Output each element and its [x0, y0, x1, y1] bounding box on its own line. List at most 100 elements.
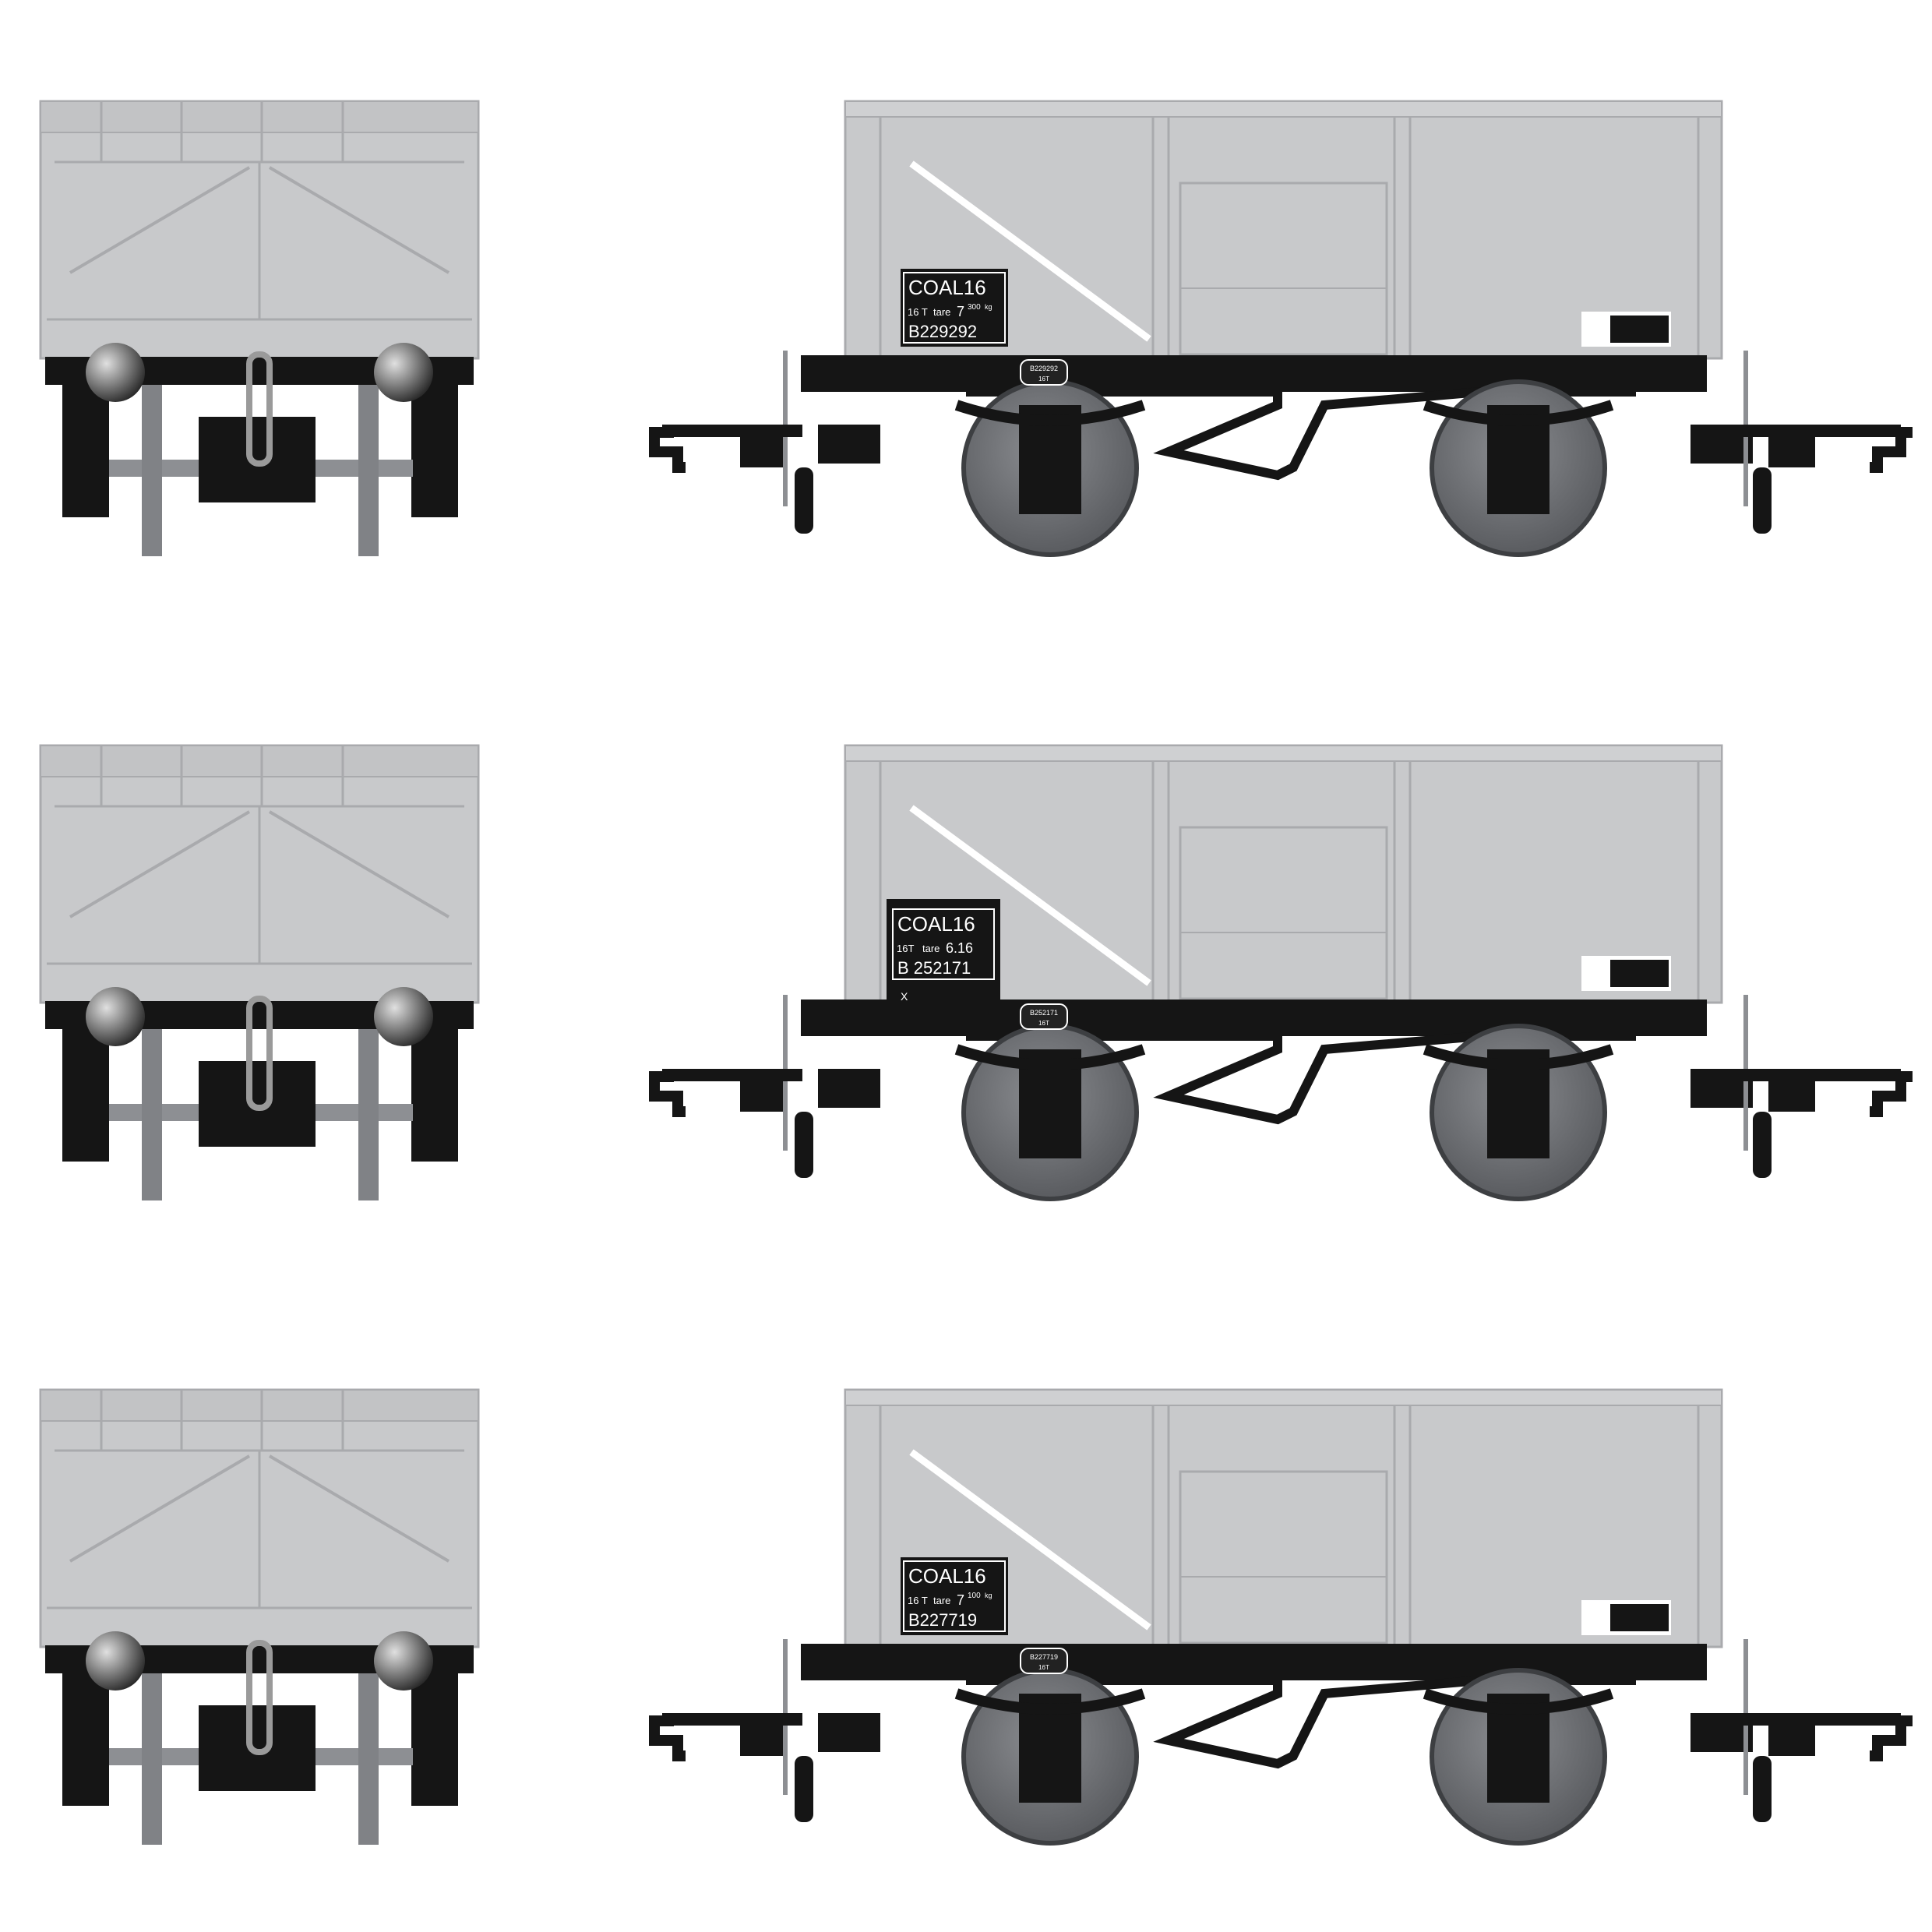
vacuum-pipe: [795, 467, 813, 534]
end-view: [39, 100, 480, 556]
wheel-tyre: [1430, 379, 1607, 557]
panel-tare-unit: kg: [985, 1592, 992, 1599]
buffer-head: [86, 1631, 145, 1690]
buffer-head: [374, 987, 433, 1046]
coupling-hook-base: [740, 1725, 787, 1756]
panel-tare-sup: 300: [968, 303, 981, 312]
end-top-rail: [40, 1389, 479, 1422]
panel-number: B227719: [908, 1610, 977, 1630]
end-axlebox: [62, 1029, 109, 1162]
solebar-plate: [1020, 359, 1068, 386]
end-axlebox: [62, 1673, 109, 1806]
end-axlebox: [411, 1673, 458, 1806]
solebar-plate: [1020, 1648, 1068, 1674]
coupling-hook: [649, 427, 686, 473]
solebar-capacity: 16T: [1038, 1020, 1049, 1027]
solebar-number: B229292: [1030, 365, 1058, 372]
side-top-rail: [844, 100, 1722, 118]
solebar-number: B252171: [1030, 1009, 1058, 1017]
end-axlebox: [411, 1029, 458, 1162]
buffer-head: [374, 1631, 433, 1690]
solebar: [801, 1644, 1707, 1680]
end-diagonal: [268, 810, 450, 918]
coupling-hook-base: [740, 1081, 787, 1112]
panel-number: B229292: [908, 322, 977, 341]
solebar: [801, 355, 1707, 392]
leaf-spring: [1423, 1044, 1614, 1070]
end-coupling-block: [199, 417, 316, 502]
vacuum-pipe: [795, 1756, 813, 1822]
leaf-spring: [954, 1044, 1146, 1070]
leaf-spring: [1423, 1688, 1614, 1715]
panel-tare-label: tare: [922, 943, 940, 954]
panel-capacity: 16 T: [908, 306, 928, 318]
buffer-head: [86, 343, 145, 402]
end-top-rail: [40, 100, 479, 133]
panel-capacity: 16 T: [908, 1595, 928, 1606]
buffer-head: [86, 987, 145, 1046]
coupling-chain: [246, 996, 273, 1111]
coupling-hook: [649, 1071, 686, 1117]
leaf-spring: [1423, 400, 1614, 426]
brake-gear: [966, 387, 1636, 481]
end-diagonal: [268, 1454, 450, 1563]
diagonal-stripe: [909, 805, 1151, 986]
buffer-housing: [818, 1713, 880, 1752]
panel-bg: [890, 905, 997, 983]
panel-class: COAL16: [908, 1564, 986, 1588]
end-diagonal: [69, 810, 251, 918]
diagonal-stripe: [909, 1449, 1151, 1631]
solebar-number: B227719: [1030, 1653, 1058, 1661]
vacuum-pipe: [1753, 1112, 1772, 1178]
end-buffer-shank: [358, 385, 379, 556]
coupling-hook: [1870, 427, 1913, 473]
vacuum-pipe: [1753, 1756, 1772, 1822]
end-diagonal: [69, 166, 251, 274]
vacuum-pipe: [1753, 467, 1772, 534]
info-panel: [1610, 960, 1669, 987]
side-door: [1179, 826, 1388, 1000]
buffer-housing: [818, 425, 880, 464]
panel-tare-label: tare: [933, 1595, 950, 1606]
solebar-capacity: 16T: [1038, 375, 1049, 383]
end-coupling-block: [199, 1705, 316, 1791]
panel-tare: 7: [957, 1592, 964, 1608]
panel-tare: 6.16: [946, 940, 973, 956]
end-buffer-shank: [358, 1673, 379, 1845]
panel-tare-sup: 100: [968, 1592, 981, 1600]
end-axlebox: [411, 385, 458, 517]
side-door: [1179, 182, 1388, 356]
brake-gear: [966, 1031, 1636, 1125]
panel-bg: [901, 1557, 1008, 1635]
info-panel: [1610, 1604, 1669, 1631]
panel-tare-label: tare: [933, 306, 950, 318]
coupling-hook: [1870, 1071, 1913, 1117]
end-coupling-block: [199, 1061, 316, 1147]
coupling-hook: [1870, 1715, 1913, 1761]
buffer-housing: [818, 1069, 880, 1108]
vacuum-pipe: [795, 1112, 813, 1178]
end-view: [39, 1388, 480, 1845]
wheel-tyre: [1430, 1668, 1607, 1846]
panel-tare-unit: kg: [985, 303, 992, 311]
coupling-hook-base: [740, 436, 787, 467]
brake-gear: [966, 1676, 1636, 1769]
end-buffer-shank: [142, 385, 162, 556]
end-buffer-shank: [142, 1029, 162, 1200]
end-diagonal: [268, 166, 450, 274]
panel-border: [903, 272, 1006, 344]
panel-border: [903, 1560, 1006, 1632]
panel-class: COAL16: [897, 912, 975, 936]
end-axlebox: [62, 385, 109, 517]
coupling-hook-base: [1768, 436, 1815, 467]
end-buffer-shank: [358, 1029, 379, 1200]
panel-mark: X: [901, 990, 908, 1003]
end-buffer-shank: [142, 1673, 162, 1845]
panel-border: [892, 908, 995, 980]
